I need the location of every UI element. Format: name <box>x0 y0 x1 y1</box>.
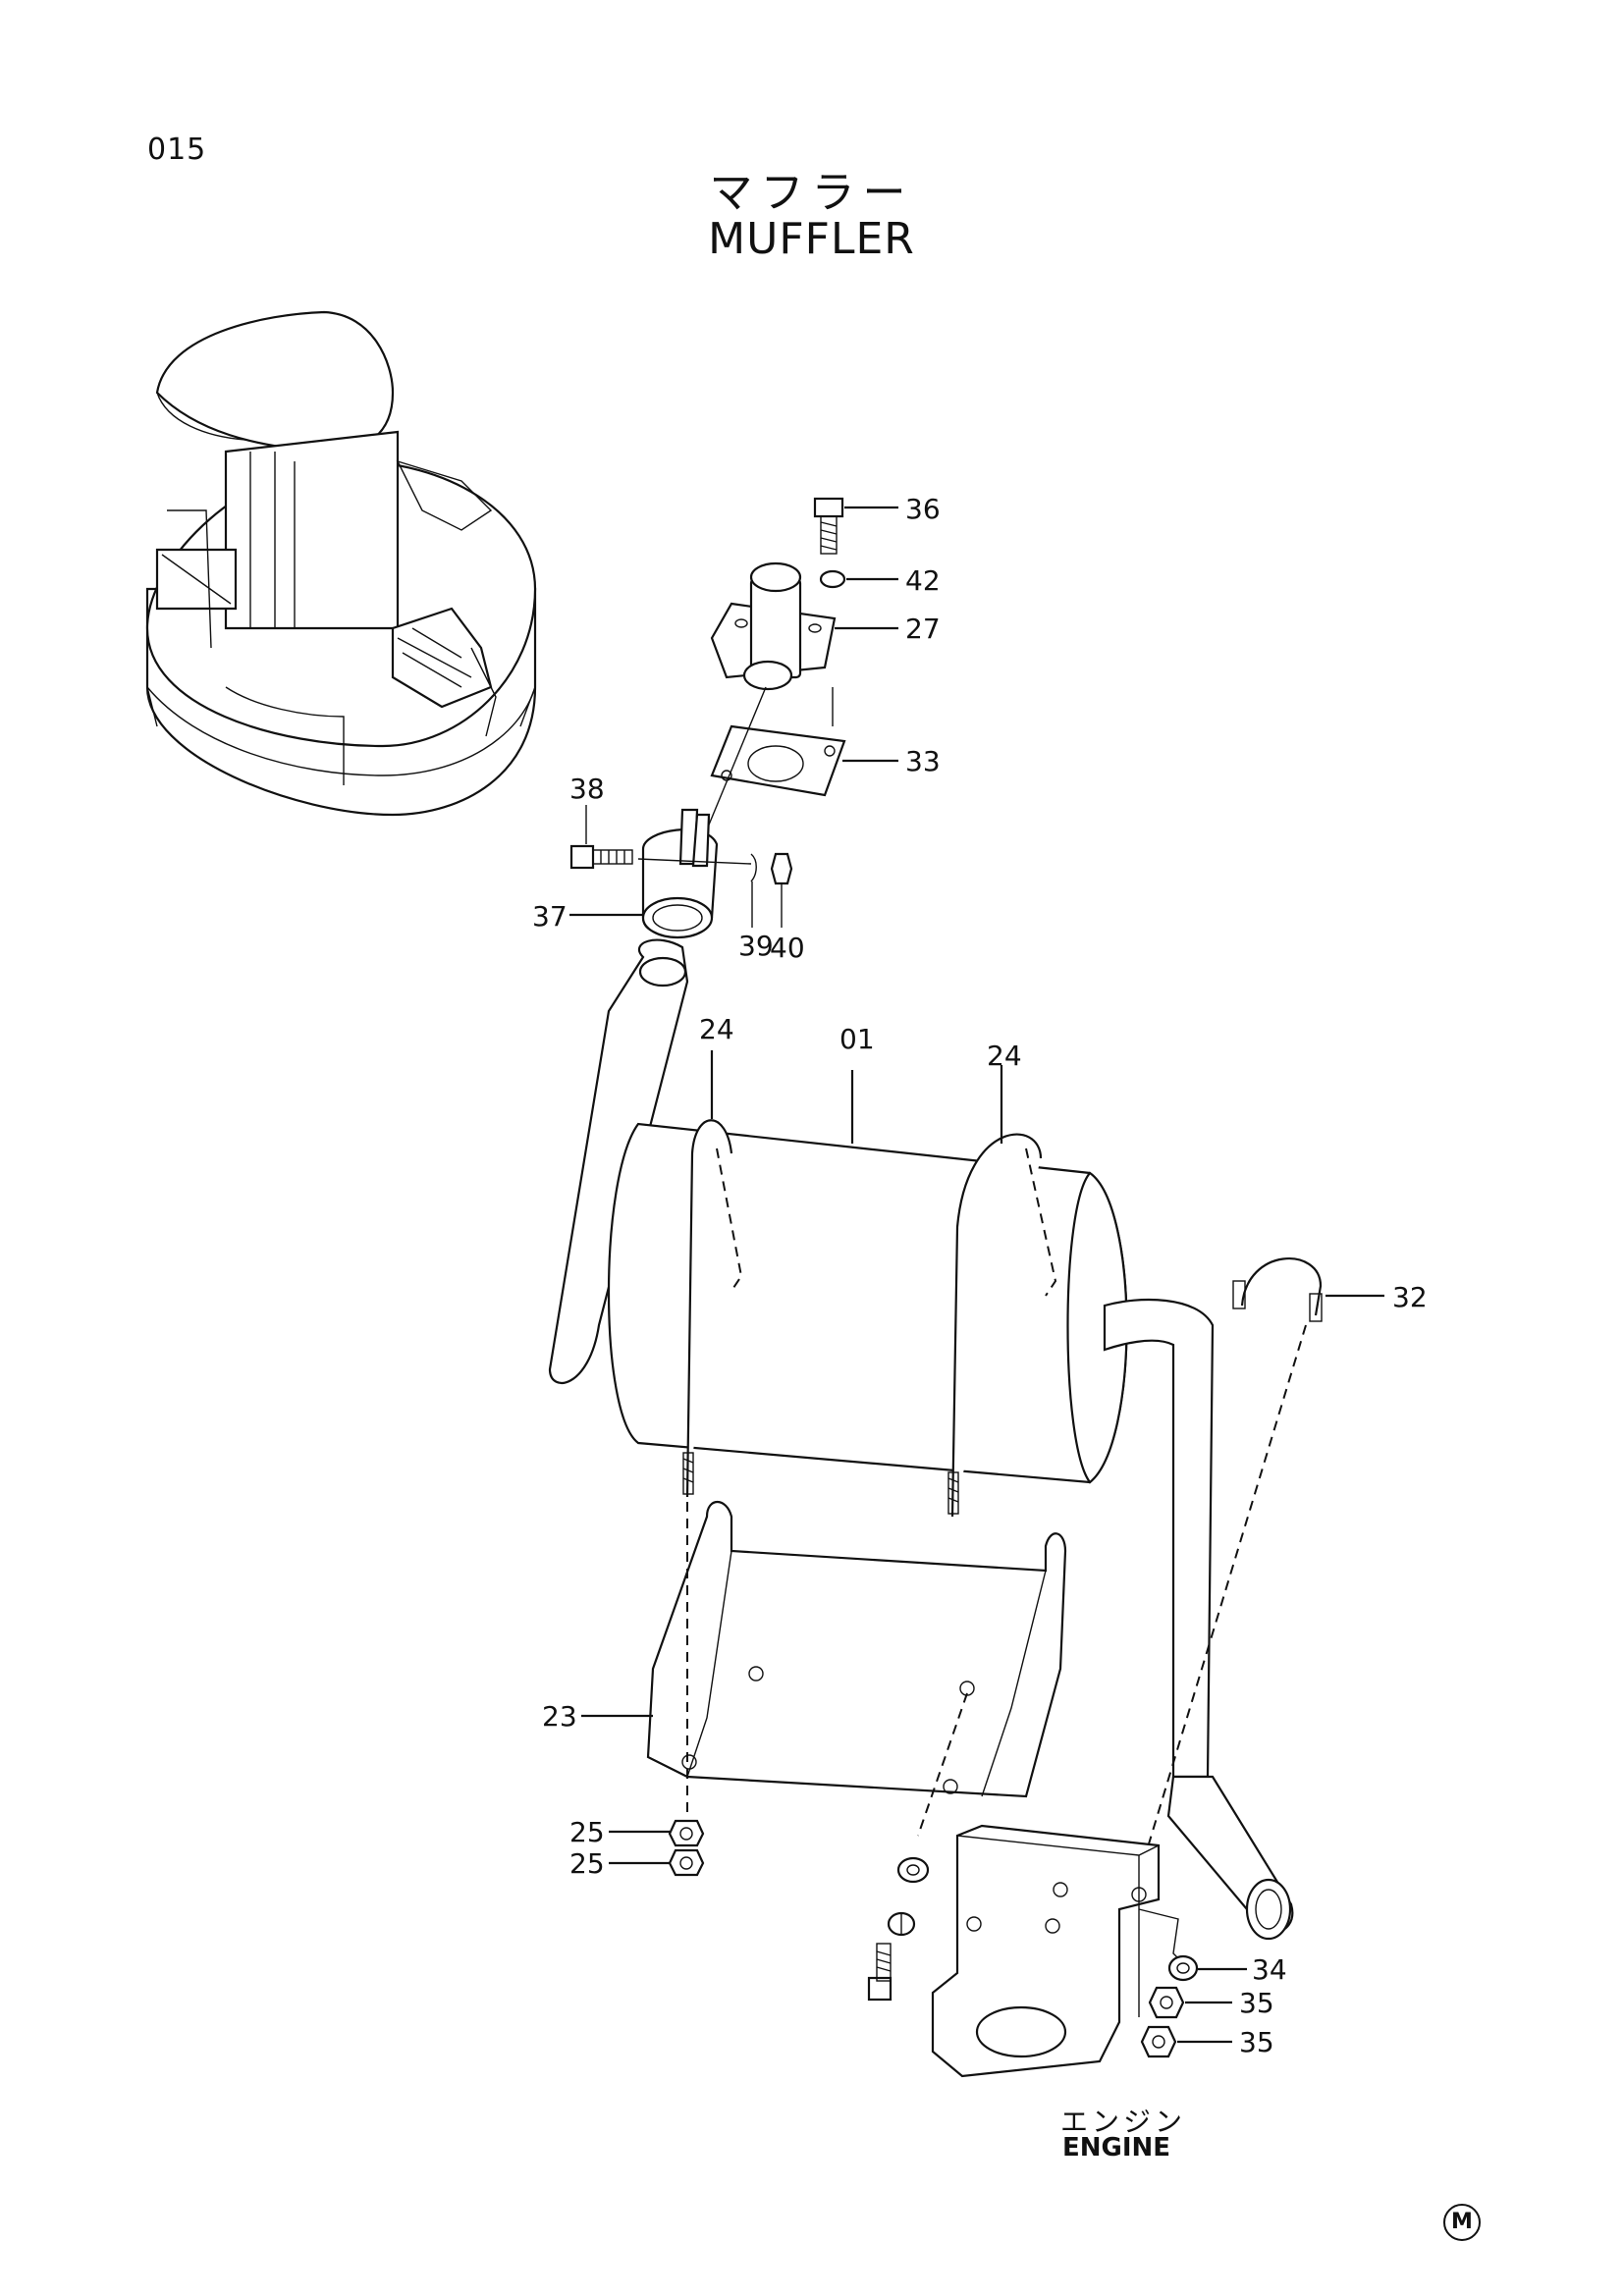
gasket-33 <box>710 724 898 797</box>
callout-34: 34 <box>1252 1953 1287 1986</box>
bolt-38 <box>569 805 633 870</box>
callout-01: 01 <box>839 1023 875 1055</box>
title-japanese: マフラー <box>709 168 914 218</box>
engine-bracket <box>931 1824 1184 2078</box>
nut-40 <box>770 852 793 928</box>
fasteners-lower <box>867 1856 930 2002</box>
callout-24-right: 24 <box>987 1040 1022 1072</box>
callout-39: 39 <box>738 930 774 962</box>
machine-overview <box>145 310 537 817</box>
callout-42: 42 <box>905 564 941 597</box>
m-mark-icon: M <box>1443 2204 1481 2241</box>
callout-32: 32 <box>1392 1281 1428 1313</box>
callout-27: 27 <box>905 613 941 645</box>
callout-36: 36 <box>905 493 941 525</box>
callout-25-lower: 25 <box>569 1847 605 1880</box>
elbow-flange-27 <box>710 561 898 726</box>
callout-37: 37 <box>532 900 568 933</box>
clamp-37 <box>569 808 752 939</box>
callout-35-upper: 35 <box>1239 1987 1274 2019</box>
washer-39 <box>750 853 757 928</box>
lock-washer-42 <box>819 569 898 589</box>
nuts-35 <box>1140 1986 1232 2058</box>
callout-24-left: 24 <box>699 1013 734 1045</box>
callout-38: 38 <box>569 773 605 805</box>
callout-33: 33 <box>905 745 941 777</box>
callout-40: 40 <box>770 932 805 964</box>
engine-label-english: ENGINE <box>1062 2133 1171 2163</box>
nuts-25 <box>609 1819 705 1877</box>
bolt-36 <box>813 497 898 555</box>
callout-25-upper: 25 <box>569 1816 605 1848</box>
u-bolt-32 <box>1143 1257 1384 1861</box>
title-english: MUFFLER <box>708 214 915 264</box>
bracket-23 <box>581 1500 1067 1837</box>
u-bolt-24-right <box>947 1065 1057 1518</box>
engine-label-japanese: エンジン <box>1060 2106 1187 2138</box>
u-bolt-24-left <box>682 1050 743 1498</box>
washer-34 <box>1167 1954 1247 1982</box>
page-number: 015 <box>147 133 207 167</box>
callout-35-lower: 35 <box>1239 2026 1274 2058</box>
callout-23: 23 <box>542 1700 577 1733</box>
